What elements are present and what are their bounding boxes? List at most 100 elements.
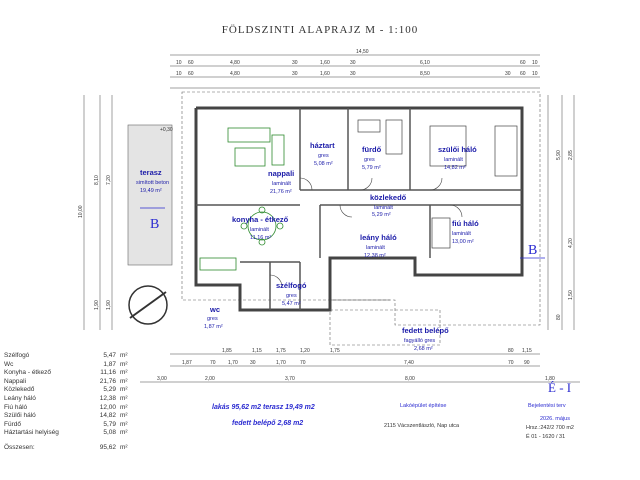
bottom-dim-row1: 1,85 1,15 1,75 1,20 1,75 80 1,15 (222, 348, 532, 354)
interior-walls (196, 108, 522, 310)
room-nappali: nappali laminált 21,76 m² (268, 169, 294, 195)
svg-text:6,10: 6,10 (420, 60, 430, 66)
svg-text:konyha - étkező: konyha - étkező (232, 215, 289, 224)
north-arrow-label: É - I (548, 380, 572, 395)
svg-text:terasz: terasz (140, 168, 162, 177)
bedroom-furniture (357, 119, 518, 249)
svg-text:laminált: laminált (272, 181, 291, 187)
svg-text:laminált: laminált (374, 205, 393, 211)
svg-text:1,75: 1,75 (330, 348, 340, 354)
svg-text:szülői háló: szülői háló (438, 145, 477, 154)
svg-text:7,40: 7,40 (404, 360, 414, 366)
svg-text:1,90: 1,90 (94, 300, 100, 310)
svg-text:1,80: 1,80 (545, 376, 555, 382)
section-marker-left: B (140, 207, 165, 232)
bottom-dim-row2: 1,87 70 1,70 30 1,70 70 7,40 70 90 (182, 360, 530, 366)
svg-text:4,80: 4,80 (230, 60, 240, 66)
stamp-address: 2115 Vácszentlászló, Nap utca (384, 423, 460, 429)
svg-text:8,10: 8,10 (94, 175, 100, 185)
svg-text:60: 60 (188, 60, 194, 66)
room-terasz: terasz simított beton 19,49 m² (136, 168, 169, 194)
svg-text:19,49 m²: 19,49 m² (140, 188, 162, 194)
drawing-title: FÖLDSZINTI ALAPRAJZ M - 1:100 (221, 24, 419, 36)
svg-text:1,70: 1,70 (228, 360, 238, 366)
svg-text:5,90: 5,90 (556, 150, 562, 160)
stamp-phase: Bejelentési terv (528, 403, 566, 409)
svg-text:70: 70 (300, 360, 306, 366)
svg-text:közlekedő: közlekedő (370, 193, 407, 202)
svg-text:leány háló: leány háló (360, 233, 397, 242)
svg-text:21,76 m²: 21,76 m² (270, 189, 292, 195)
svg-text:60: 60 (188, 71, 194, 77)
svg-text:1,60: 1,60 (320, 60, 330, 66)
svg-text:1,85: 1,85 (222, 348, 232, 354)
room-furdo: fürdő gres 5,79 m² (362, 145, 382, 171)
svg-text:60: 60 (520, 71, 526, 77)
svg-text:1,75: 1,75 (276, 348, 286, 354)
room-haztart: háztart gres 5,08 m² (310, 141, 335, 167)
svg-text:1,60: 1,60 (320, 71, 330, 77)
svg-text:60: 60 (520, 60, 526, 66)
svg-text:70: 70 (210, 360, 216, 366)
svg-text:szélfogó: szélfogó (276, 281, 307, 290)
furniture (199, 127, 285, 271)
svg-text:B: B (528, 243, 537, 258)
svg-text:90: 90 (524, 360, 530, 366)
svg-text:7,20: 7,20 (106, 175, 112, 185)
svg-text:5,47 m²: 5,47 m² (282, 301, 301, 307)
svg-text:5,29 m²: 5,29 m² (372, 212, 391, 218)
room-konyha: konyha - étkező laminált 11,16 m² (232, 215, 289, 241)
svg-text:80: 80 (556, 314, 562, 320)
svg-text:14,82 m²: 14,82 m² (444, 165, 466, 171)
svg-text:fedett belépő: fedett belépő (402, 326, 449, 335)
svg-text:fagyálló gres: fagyálló gres (404, 338, 435, 344)
room-leany: leány háló laminált 12,38 m² (360, 233, 397, 259)
svg-text:30: 30 (350, 60, 356, 66)
svg-text:3,70: 3,70 (285, 376, 295, 382)
svg-text:gres: gres (207, 316, 218, 322)
entrance-canopy (329, 309, 441, 346)
svg-text:10: 10 (532, 60, 538, 66)
svg-text:fürdő: fürdő (362, 145, 382, 154)
svg-text:5,79 m²: 5,79 m² (362, 165, 381, 171)
svg-text:gres: gres (286, 293, 297, 299)
svg-text:10: 10 (532, 71, 538, 77)
right-dim-labels: 5,90 2,85 4,20 1,50 80 (556, 150, 574, 320)
svg-text:12,38 m²: 12,38 m² (364, 253, 386, 259)
svg-text:1,15: 1,15 (522, 348, 532, 354)
svg-text:11,16 m²: 11,16 m² (250, 235, 271, 241)
svg-text:10,00: 10,00 (78, 205, 84, 218)
svg-text:simított beton: simított beton (136, 180, 169, 186)
level-mark: +0,30 (160, 127, 173, 133)
bottom-dim-row3: 3,00 2,00 3,70 8,00 1,80 (157, 376, 555, 382)
summary-line-1: lakás 95,62 m2 terasz 19,49 m2 (212, 404, 315, 411)
top-dim-row2: 10 60 4,80 30 1,60 30 8,50 30 60 10 (176, 71, 538, 77)
svg-text:80: 80 (508, 348, 514, 354)
svg-text:30: 30 (292, 60, 298, 66)
svg-text:laminált: laminált (452, 231, 471, 237)
svg-text:30: 30 (505, 71, 511, 77)
svg-text:háztart: háztart (310, 141, 335, 150)
bottom-dimensions (140, 353, 580, 383)
room-szuloi: szülői háló laminált 14,82 m² (438, 145, 477, 171)
svg-text:30: 30 (250, 360, 256, 366)
svg-text:1,70: 1,70 (276, 360, 286, 366)
exterior-walls (194, 106, 524, 312)
room-szelfogo: szélfogó gres 5,47 m² (276, 281, 307, 307)
summary-line-2: fedett belépő 2,68 m2 (232, 420, 304, 427)
svg-text:1,87: 1,87 (182, 360, 192, 366)
svg-text:gres: gres (318, 153, 329, 159)
room-kozlekedo: közlekedő laminált 5,29 m² (370, 193, 407, 218)
svg-text:4,20: 4,20 (568, 238, 574, 248)
